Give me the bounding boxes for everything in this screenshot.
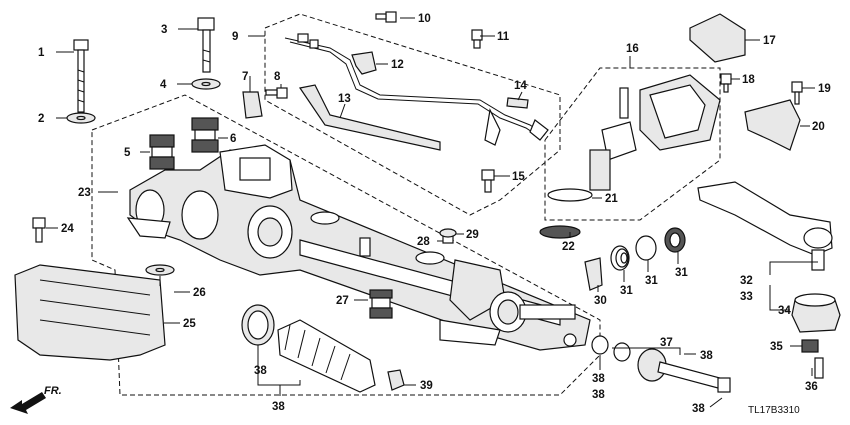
- ring-32: [539, 225, 581, 239]
- callout-3: 21: [605, 193, 618, 205]
- callout-5: 31: [645, 275, 658, 287]
- callout-31: 2: [38, 113, 44, 125]
- pinion-valve-2: [589, 74, 721, 191]
- callout-20: 27: [336, 295, 349, 307]
- clip-7: [387, 369, 405, 391]
- callout-1: 34: [778, 305, 791, 317]
- band-6: [584, 257, 603, 291]
- spring-4: [610, 245, 630, 271]
- nut-36: [801, 339, 819, 353]
- callout-37: 36: [805, 381, 818, 393]
- boot-14: [277, 319, 376, 393]
- bolt-38-rack: [481, 169, 495, 193]
- callout-12: 38: [592, 373, 605, 385]
- callout-16: 33: [740, 291, 753, 303]
- feed-pipe-19: [284, 33, 546, 139]
- callout-17: 23: [78, 187, 91, 199]
- bolt-37: [814, 357, 824, 379]
- callout-38: 10: [418, 13, 431, 25]
- group-17-outline: [91, 94, 601, 396]
- bushing-20: [369, 289, 393, 319]
- callouts: 1 2 3 4 5 6 7 8 9 10 11 12 13 14 15 16 1…: [38, 13, 831, 415]
- callout-38: 8: [274, 71, 281, 83]
- callout-23: 25: [183, 318, 196, 330]
- shield-23: [14, 264, 166, 361]
- washer-30: [439, 228, 457, 238]
- callout-14: 38: [272, 401, 285, 413]
- callout-39: 18: [742, 74, 755, 86]
- bracket-24: [242, 91, 263, 119]
- steering-gear-box: [126, 144, 591, 351]
- bolt-29: [197, 17, 215, 73]
- callout-31: 4: [160, 79, 167, 91]
- callout-38: 19: [818, 83, 831, 95]
- callout-22: 6: [230, 133, 236, 145]
- heat-shield-26: [298, 84, 441, 151]
- callout-36: 35: [770, 341, 783, 353]
- callout-32: 22: [562, 241, 575, 253]
- callout-19: 9: [232, 31, 238, 43]
- callout-28: 1: [38, 47, 45, 59]
- callout-27: 28: [417, 236, 430, 248]
- callout-10: 17: [763, 35, 776, 47]
- callout-35: 12: [391, 59, 404, 71]
- bolt-28: [73, 39, 89, 113]
- callout-6: 30: [594, 295, 607, 307]
- diagram-code: TL17B3310: [748, 405, 800, 416]
- cover-10: [689, 13, 746, 63]
- callout-13: 38: [592, 389, 605, 401]
- bracket-25: [744, 99, 801, 151]
- callout-21: 5: [124, 147, 131, 159]
- boot-1: [791, 293, 841, 333]
- callout-9: 31: [675, 267, 688, 279]
- group-2-outline: [544, 67, 721, 221]
- bolt-38-left: [32, 217, 46, 243]
- callout-15: 32: [740, 275, 753, 287]
- callout-31: 26: [193, 287, 206, 299]
- bolt-38-bracket: [265, 87, 288, 99]
- bolt-38-25: [791, 81, 803, 105]
- leader-lines: [46, 17, 818, 408]
- callout-38: 11: [497, 31, 510, 43]
- bushing-22: [191, 117, 219, 153]
- bolt-38-top: [375, 11, 397, 23]
- washer-11: [613, 342, 631, 362]
- tie-rod-18: [637, 348, 731, 393]
- callout-38: 15: [512, 171, 525, 183]
- washer-12: [591, 335, 609, 355]
- callout-33: 38: [692, 403, 705, 415]
- callout-34: 14: [514, 80, 527, 92]
- callout-4: 31: [620, 285, 633, 297]
- callout-38: 24: [61, 223, 74, 235]
- callout-29: 3: [161, 24, 167, 36]
- callout-8: 38: [254, 365, 267, 377]
- callout-25: 20: [812, 121, 825, 133]
- callout-11: 37: [660, 337, 673, 349]
- bolt-39: [720, 73, 732, 93]
- callout-24: 7: [242, 71, 248, 83]
- ring-3: [547, 188, 593, 202]
- front-label: FR.: [44, 385, 62, 397]
- ring-5: [635, 235, 657, 261]
- clamp-8: [241, 304, 275, 346]
- callout-18: 38: [700, 350, 713, 362]
- bolt-38-pipe: [471, 29, 483, 49]
- front-direction-arrow: FR.: [10, 385, 62, 414]
- bushing-21: [149, 134, 175, 170]
- callout-26: 13: [338, 93, 351, 105]
- bracket-34: [506, 97, 529, 109]
- callout-30: 29: [466, 229, 479, 241]
- tie-rod-end: [697, 181, 833, 271]
- callout-2: 16: [626, 43, 639, 55]
- clamp-35: [351, 51, 377, 75]
- group-19-outline: [264, 13, 561, 216]
- callout-7: 39: [420, 380, 433, 392]
